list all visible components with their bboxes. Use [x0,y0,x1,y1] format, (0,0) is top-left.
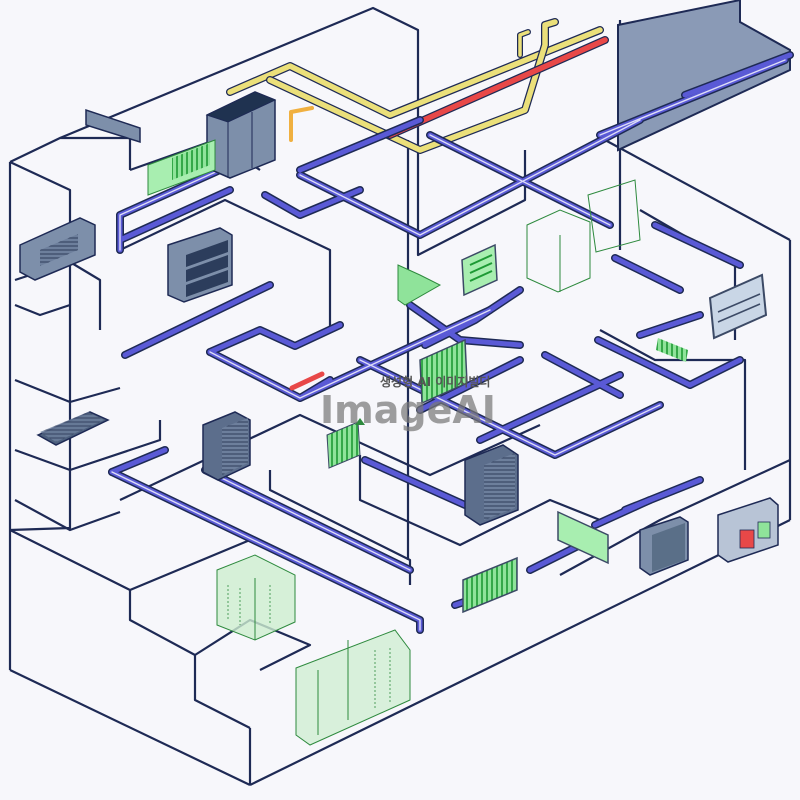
left-wall-bottom [9,669,251,786]
blueprint-panel [295,629,411,746]
cabinet-box[interactable] [639,516,689,576]
power-conduits [226,18,609,154]
red-tray-segment [289,371,325,391]
flat-switch[interactable] [36,411,110,446]
lower-step [194,618,312,671]
patch-panel-mid-2[interactable] [419,338,468,405]
patch-panel-right-small[interactable] [656,338,688,362]
patch-panel-top[interactable] [147,139,216,196]
roof-edge [59,6,420,140]
center-vertical [416,128,527,257]
lower-left-room [9,529,251,729]
shelf-5 [14,499,121,532]
server-tower-1[interactable] [202,411,251,481]
wireframe-rack [526,179,641,293]
patch-panel-lower[interactable] [462,556,518,614]
patch-panel-mid-1[interactable] [461,243,498,297]
right-roof [604,139,791,241]
center-divider [119,198,332,330]
yellow-conduit-2 [266,18,559,154]
rack-unit-left[interactable] [19,217,96,281]
mid-floor-2 [268,470,412,585]
roof-edge-left [9,136,132,170]
shelf-2 [14,303,71,317]
right-lower-wall [599,329,747,470]
mid-floor-3 [358,455,601,547]
server-cabinet[interactable] [205,91,277,179]
wall-panel-right[interactable] [708,273,768,340]
blueprint-cube [216,554,296,641]
rack-unit-center[interactable] [167,227,233,303]
patch-panel-green-triangle[interactable] [397,264,442,306]
server-tower-2[interactable] [464,444,519,526]
patch-panel-right-low[interactable] [557,510,609,565]
control-cabinet[interactable] [717,497,779,563]
shelf-3 [14,378,121,404]
shelf-4 [14,420,162,472]
upper-right-partition [617,0,791,152]
patch-panel-center[interactable] [326,418,365,469]
top-left-partition [85,108,141,144]
front-floor-edge [249,519,791,786]
left-column [9,161,72,532]
orange-conduit [289,106,314,142]
